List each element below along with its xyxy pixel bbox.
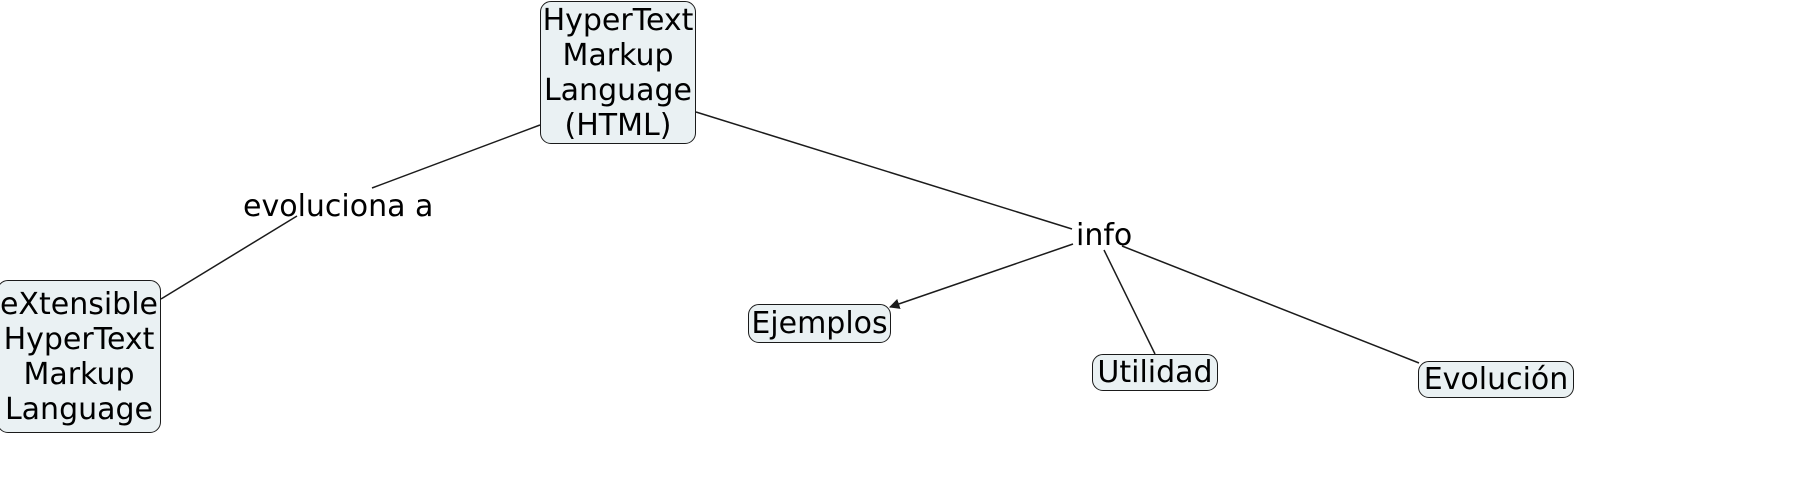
edge-html-to-info — [695, 111, 1073, 230]
node-hypertext-markup-language[interactable]: HyperText Markup Language (HTML) — [540, 1, 696, 144]
edge-info-to-utilidad — [1103, 249, 1156, 355]
edge-info-to-ejemplos — [889, 243, 1074, 309]
edge-label-info[interactable]: info — [1076, 218, 1133, 253]
edge-info-to-evolucion — [1121, 245, 1420, 364]
edge-label-evoluciona-a[interactable]: evoluciona a — [243, 189, 434, 224]
node-utilidad[interactable]: Utilidad — [1092, 354, 1218, 391]
node-ejemplos[interactable]: Ejemplos — [748, 304, 891, 343]
edge-evoluciona-to-xhtml — [160, 215, 298, 300]
edge-html-to-evoluciona — [371, 124, 541, 189]
node-evolucion[interactable]: Evolución — [1418, 361, 1574, 398]
node-extensible-hypertext-markup-language[interactable]: eXtensible HyperText Markup Language — [0, 280, 161, 433]
